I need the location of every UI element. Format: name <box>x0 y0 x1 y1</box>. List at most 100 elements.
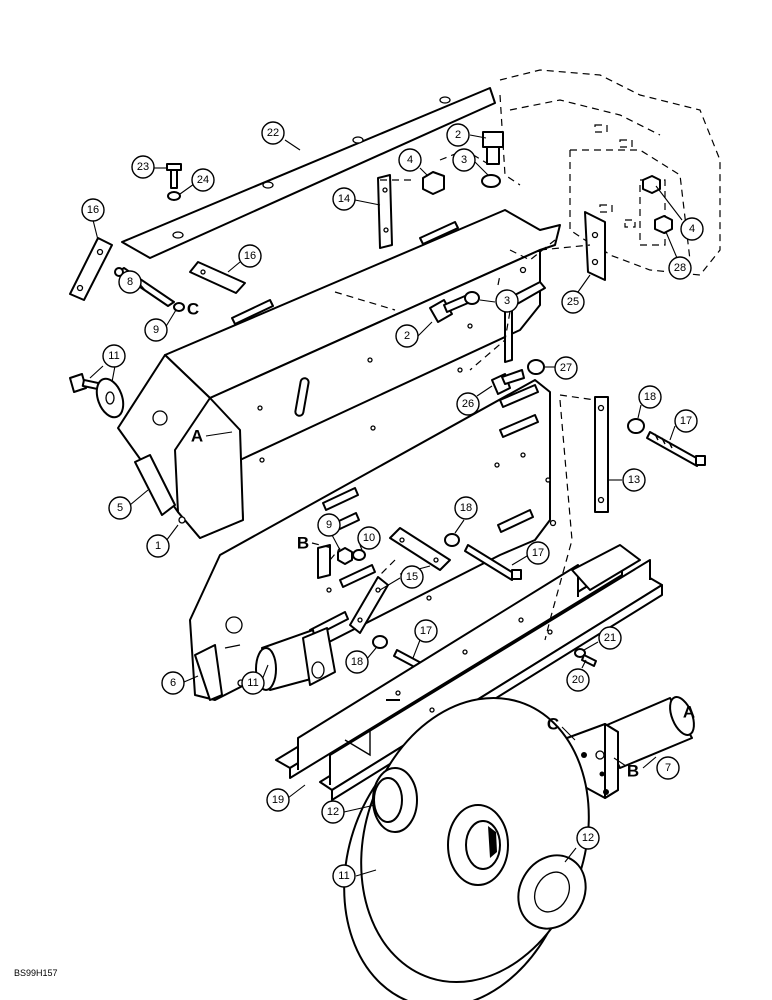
callout-23-label: 23 <box>137 161 149 173</box>
callout-7-label: 7 <box>665 762 671 774</box>
strap-13 <box>594 396 609 513</box>
callout-26-label: 26 <box>462 398 474 410</box>
callout-17a-label: 17 <box>680 415 692 427</box>
callout-25 <box>561 290 585 314</box>
bolt-20 <box>581 654 597 667</box>
washer-21 <box>574 648 586 658</box>
callout-6-label: 6 <box>170 677 176 689</box>
callout-25-label: 25 <box>567 296 579 308</box>
frame-weldment-1 <box>117 209 561 539</box>
letter-marks: A A B B C C <box>187 300 695 781</box>
callout-21 <box>598 626 622 650</box>
callout-22 <box>261 121 285 145</box>
callout-21-label: 21 <box>604 632 616 644</box>
callout-15 <box>400 565 424 589</box>
callout-20-label: 20 <box>572 674 584 686</box>
bolt-disc-11-top <box>69 373 125 419</box>
callout-2a <box>446 123 470 147</box>
callout-18b <box>454 496 478 520</box>
callout-28-label: 28 <box>674 262 686 274</box>
callout-11c-label: 11 <box>338 870 349 882</box>
callout-2b <box>395 324 419 348</box>
callout-1-label: 1 <box>155 540 161 552</box>
callout-27-label: 27 <box>560 362 572 374</box>
callout-16a-label: 16 <box>87 204 99 216</box>
callout-3a-label: 3 <box>461 154 467 166</box>
callout-12b-label: 12 <box>582 832 594 844</box>
callout-16b-label: 16 <box>244 250 256 262</box>
nut-4-right <box>642 175 661 194</box>
callout-11b <box>241 671 265 695</box>
cover-plate-22 <box>121 87 496 259</box>
letter-a-frame: A <box>191 427 203 446</box>
rail-assembly-19 <box>275 544 663 801</box>
callout-28 <box>668 256 692 280</box>
bolt-26 <box>491 369 525 395</box>
callout-11a-label: 11 <box>108 350 119 362</box>
callout-9b-label: 9 <box>326 519 332 531</box>
bracket-16-left <box>69 237 113 301</box>
callout-9a-label: 9 <box>153 324 159 336</box>
hub-12-left <box>372 767 418 833</box>
callout-18a <box>638 385 662 409</box>
washer-3-top <box>481 174 501 188</box>
bracket-16-center <box>189 261 246 294</box>
callout-18b-label: 18 <box>460 502 472 514</box>
washer-9-top <box>173 302 185 312</box>
cylinder-7 <box>566 696 695 799</box>
callout-5-label: 5 <box>117 502 123 514</box>
callout-12b <box>576 826 600 850</box>
callout-19 <box>266 788 290 812</box>
callout-11a <box>102 344 126 368</box>
callout-13 <box>622 468 646 492</box>
nut-18-right <box>627 418 645 434</box>
callout-3a <box>452 148 476 172</box>
callout-17b <box>526 541 550 565</box>
callout-15-label: 15 <box>406 571 418 583</box>
callout-1 <box>146 534 170 558</box>
callouts: 1 2 2 3 3 4 4 5 6 7 8 9 <box>81 121 704 888</box>
callout-26 <box>456 392 480 416</box>
bolt-23 <box>166 163 182 189</box>
letter-c-bolt: C <box>187 300 199 319</box>
callout-17c-label: 17 <box>420 625 432 637</box>
callout-6 <box>161 671 185 695</box>
callout-4a-label: 4 <box>407 154 413 166</box>
callout-23 <box>131 155 155 179</box>
callout-10 <box>357 526 381 550</box>
callout-2a-label: 2 <box>455 129 461 141</box>
washer-24 <box>167 191 181 201</box>
callout-2b-label: 2 <box>404 330 410 342</box>
callout-12a <box>321 800 345 824</box>
bolt-2-top <box>482 131 504 165</box>
callout-11c <box>332 864 356 888</box>
bolt-17-right <box>646 431 706 467</box>
callout-4b-label: 4 <box>689 223 695 235</box>
callout-9a <box>144 318 168 342</box>
letter-b-plate: B <box>297 534 309 553</box>
nut-9-plate <box>337 547 353 565</box>
callout-3b <box>495 289 519 313</box>
bolt-2-middle <box>429 295 469 323</box>
callout-13-label: 13 <box>628 474 640 486</box>
washer-27 <box>527 359 545 375</box>
callout-8-label: 8 <box>127 276 133 288</box>
callout-9b <box>317 513 341 537</box>
callout-24 <box>191 168 215 192</box>
callout-17b-label: 17 <box>532 547 544 559</box>
washer-10 <box>352 549 366 561</box>
nut-4-top <box>422 171 445 195</box>
callout-14 <box>332 187 356 211</box>
callout-4b <box>680 217 704 241</box>
callout-4a <box>398 148 422 172</box>
nut-18-upper <box>444 533 460 547</box>
callout-16b <box>238 244 262 268</box>
callout-24-label: 24 <box>197 174 209 186</box>
callout-20 <box>566 668 590 692</box>
callout-17a <box>674 409 698 433</box>
callout-12a-label: 12 <box>327 806 339 818</box>
callout-17c <box>414 619 438 643</box>
nut-18-lower <box>372 635 388 649</box>
callout-16a <box>81 198 105 222</box>
